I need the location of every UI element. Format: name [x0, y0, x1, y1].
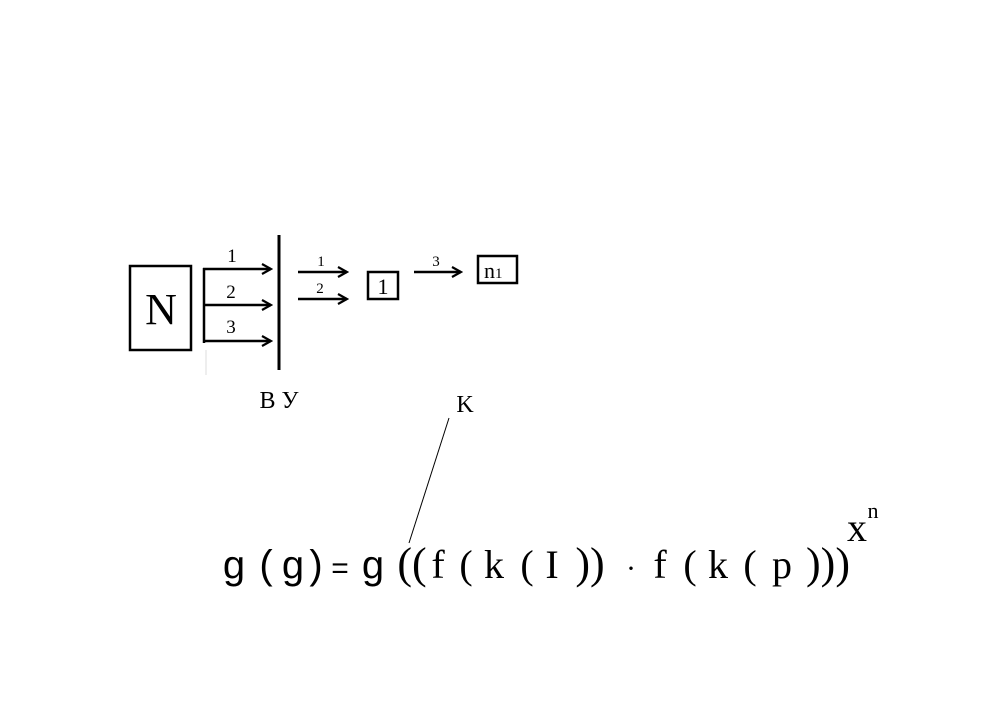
formula-token: g: [223, 543, 245, 587]
formula-token: g: [282, 543, 304, 587]
output-arrow-1: 1: [298, 254, 347, 272]
source-box: N: [128, 264, 193, 352]
formula-token: (: [683, 542, 696, 587]
source-box-label: N: [145, 285, 177, 334]
formula-token: I: [545, 542, 558, 587]
output-arrow-label: 2: [316, 281, 324, 297]
formula-token: ((: [397, 539, 426, 588]
formula-token: )): [575, 539, 604, 588]
formula-token: f: [653, 542, 667, 587]
output-arrow-2: 2: [298, 281, 347, 299]
final-box: n1: [476, 254, 519, 285]
formula-token: =: [331, 552, 349, 585]
formula-token: k: [708, 542, 728, 587]
formula-token: (: [743, 542, 756, 587]
pointer-line: [408, 417, 450, 544]
final-arrow: 3: [414, 254, 461, 272]
final-box-label: n1: [484, 258, 503, 283]
formula: g(g)=g((f(k(I))·f(k(p))): [223, 539, 850, 588]
formula-token: ·: [626, 552, 636, 585]
input-arrow-3: 3: [203, 317, 271, 341]
pointer-label: K: [456, 392, 474, 418]
bar-label: В У: [260, 388, 299, 414]
input-arrow-label: 2: [226, 282, 236, 303]
formula-token: (: [520, 542, 533, 587]
formula-exponent-base: x: [847, 505, 867, 550]
final-arrow-label: 3: [432, 254, 440, 270]
formula-token: k: [484, 542, 504, 587]
formula-token: ): [309, 543, 322, 587]
formula-token: p: [772, 542, 792, 587]
middle-box-label: 1: [378, 274, 389, 299]
input-arrow-label: 3: [226, 317, 236, 338]
formula-token: (: [459, 542, 472, 587]
formula-token: ))): [806, 539, 850, 588]
formula-token: g: [362, 543, 384, 587]
formula-token: (: [259, 543, 273, 587]
formula-token: f: [431, 542, 445, 587]
formula-exponent-power: n: [868, 498, 879, 523]
input-arrow-label: 1: [227, 246, 237, 267]
output-arrow-label: 1: [317, 254, 325, 270]
input-arrow-1: 1: [203, 246, 271, 269]
middle-box: 1: [366, 270, 400, 301]
input-arrow-2: 2: [203, 282, 271, 305]
